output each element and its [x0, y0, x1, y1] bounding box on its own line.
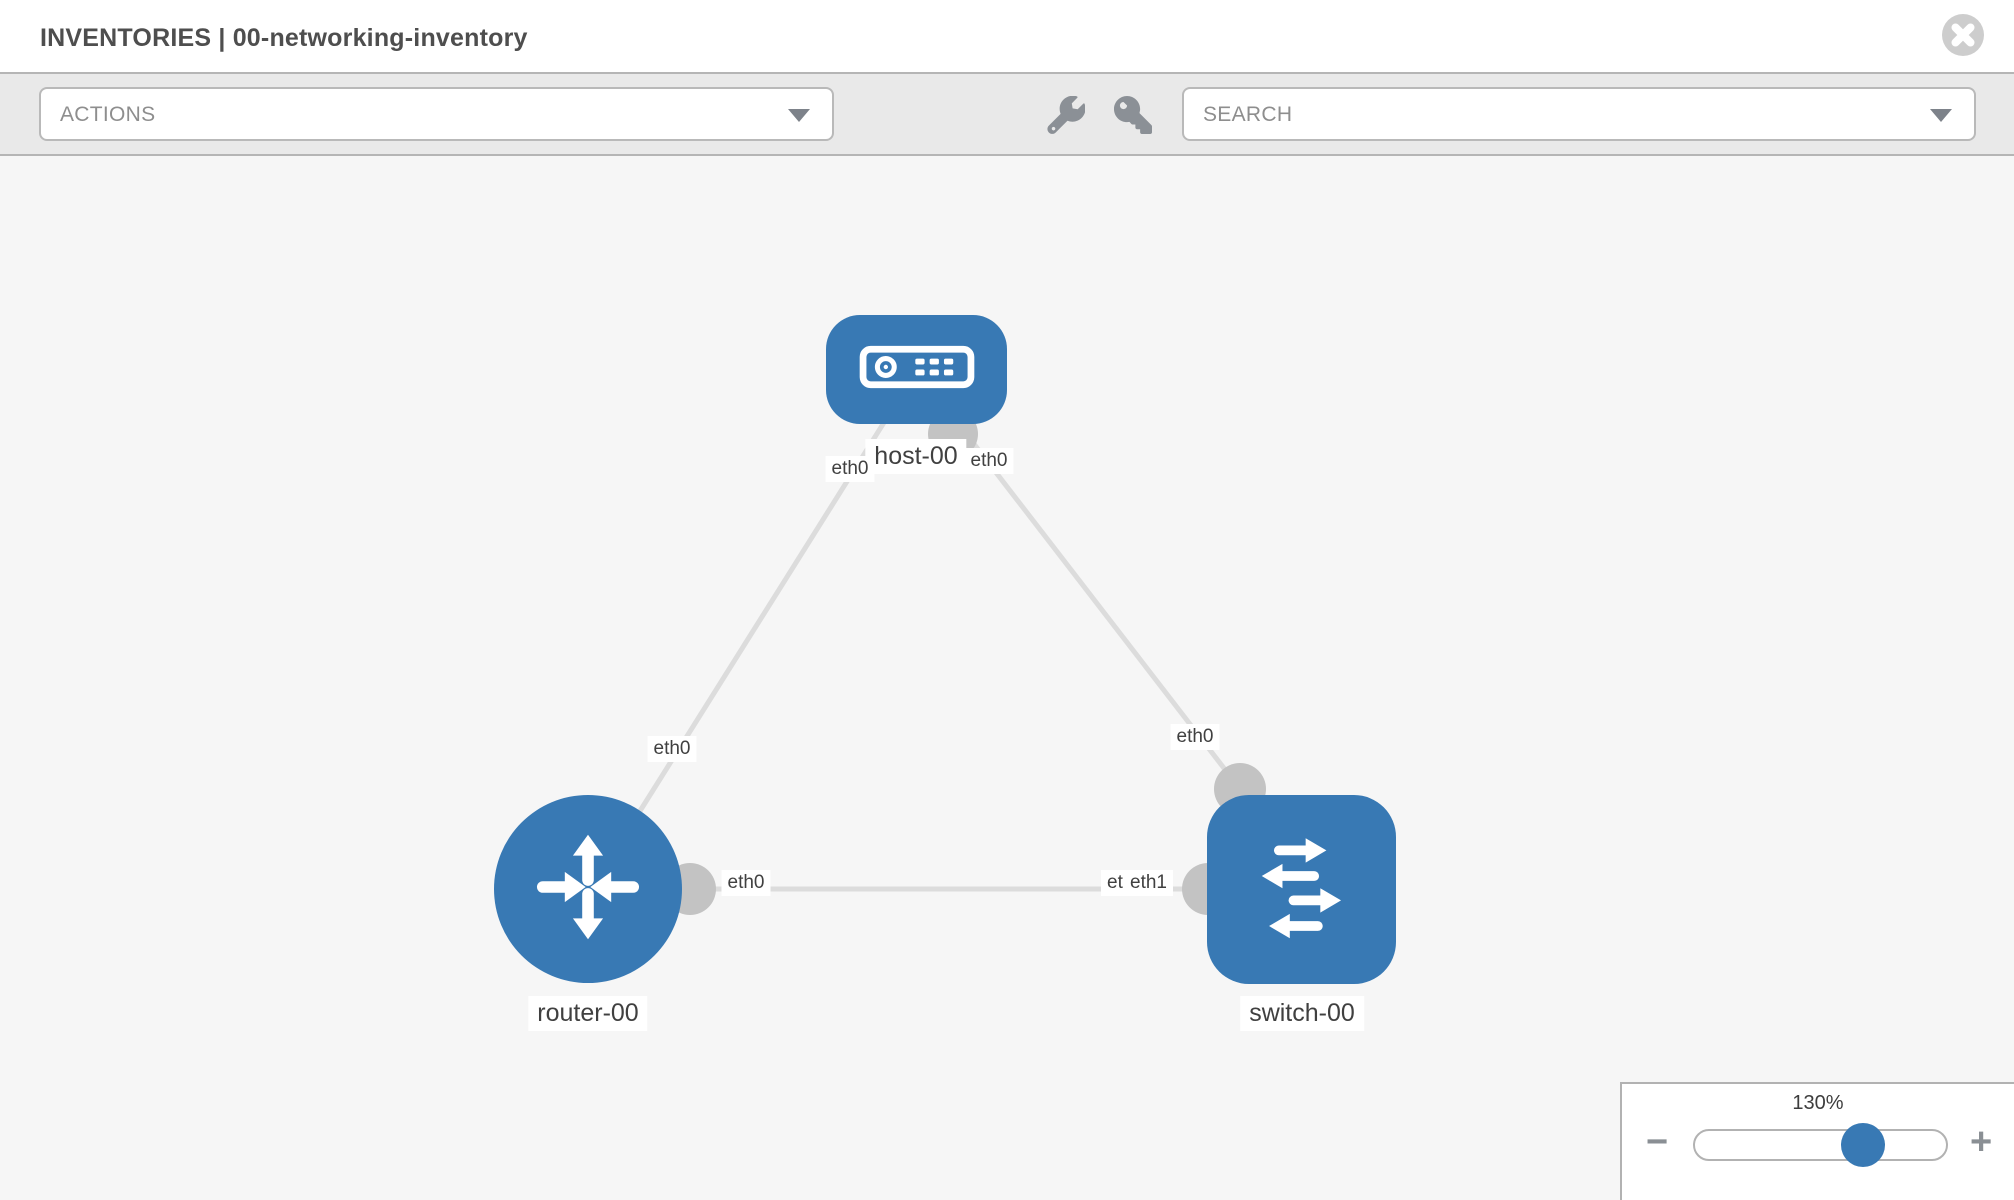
zoom-control-panel: 130% − +	[1620, 1082, 2014, 1200]
iface-label-router-eth0: eth0	[647, 736, 697, 762]
tools-button[interactable]	[1047, 95, 1086, 134]
iface-label-switch-eth0: eth0	[1170, 724, 1220, 750]
actions-dropdown-label: ACTIONS	[60, 103, 156, 126]
node-router-00[interactable]	[494, 795, 682, 983]
zoom-out-button[interactable]: −	[1646, 1121, 1669, 1163]
iface-label-host-eth0: eth0	[964, 448, 1014, 474]
toolbar: ACTIONS SEARCH	[0, 72, 2014, 156]
links-layer	[588, 368, 1266, 915]
zoom-in-button[interactable]: +	[1970, 1121, 1993, 1163]
iface-label-router-eth0: eth0	[721, 870, 771, 896]
node-host-00[interactable]	[826, 315, 1007, 424]
zoom-level-value: 130%	[1792, 1092, 1844, 1114]
chevron-down-icon	[1930, 109, 1952, 122]
node-label-switch: switch-00	[1240, 996, 1364, 1031]
topology-canvas[interactable]: host-00 router-00 switch-00 eth0 eth0 et…	[0, 156, 2014, 1200]
close-button[interactable]	[1941, 13, 1985, 57]
zoom-slider-thumb[interactable]	[1841, 1123, 1885, 1167]
node-label-router: router-00	[528, 996, 648, 1031]
key-icon	[1114, 96, 1152, 138]
window-header: INVENTORIES | 00-networking-inventory	[0, 0, 2014, 72]
wrench-icon	[1047, 95, 1086, 138]
chevron-down-icon	[788, 109, 810, 122]
close-icon	[1941, 14, 1985, 61]
host-icon	[858, 341, 976, 398]
iface-label-switch-eth1: eth1	[1124, 870, 1173, 896]
node-label-host: host-00	[865, 439, 967, 474]
search-dropdown-label: SEARCH	[1203, 103, 1293, 126]
actions-dropdown[interactable]: ACTIONS	[39, 87, 834, 141]
node-switch-00[interactable]	[1207, 795, 1396, 984]
credentials-button[interactable]	[1114, 96, 1152, 134]
iface-label-host-eth0: eth0	[825, 456, 875, 482]
router-icon	[530, 829, 646, 950]
switch-icon	[1241, 826, 1363, 953]
page-title: INVENTORIES | 00-networking-inventory	[40, 24, 528, 52]
search-dropdown[interactable]: SEARCH	[1182, 87, 1976, 141]
zoom-slider-track[interactable]	[1693, 1129, 1948, 1161]
